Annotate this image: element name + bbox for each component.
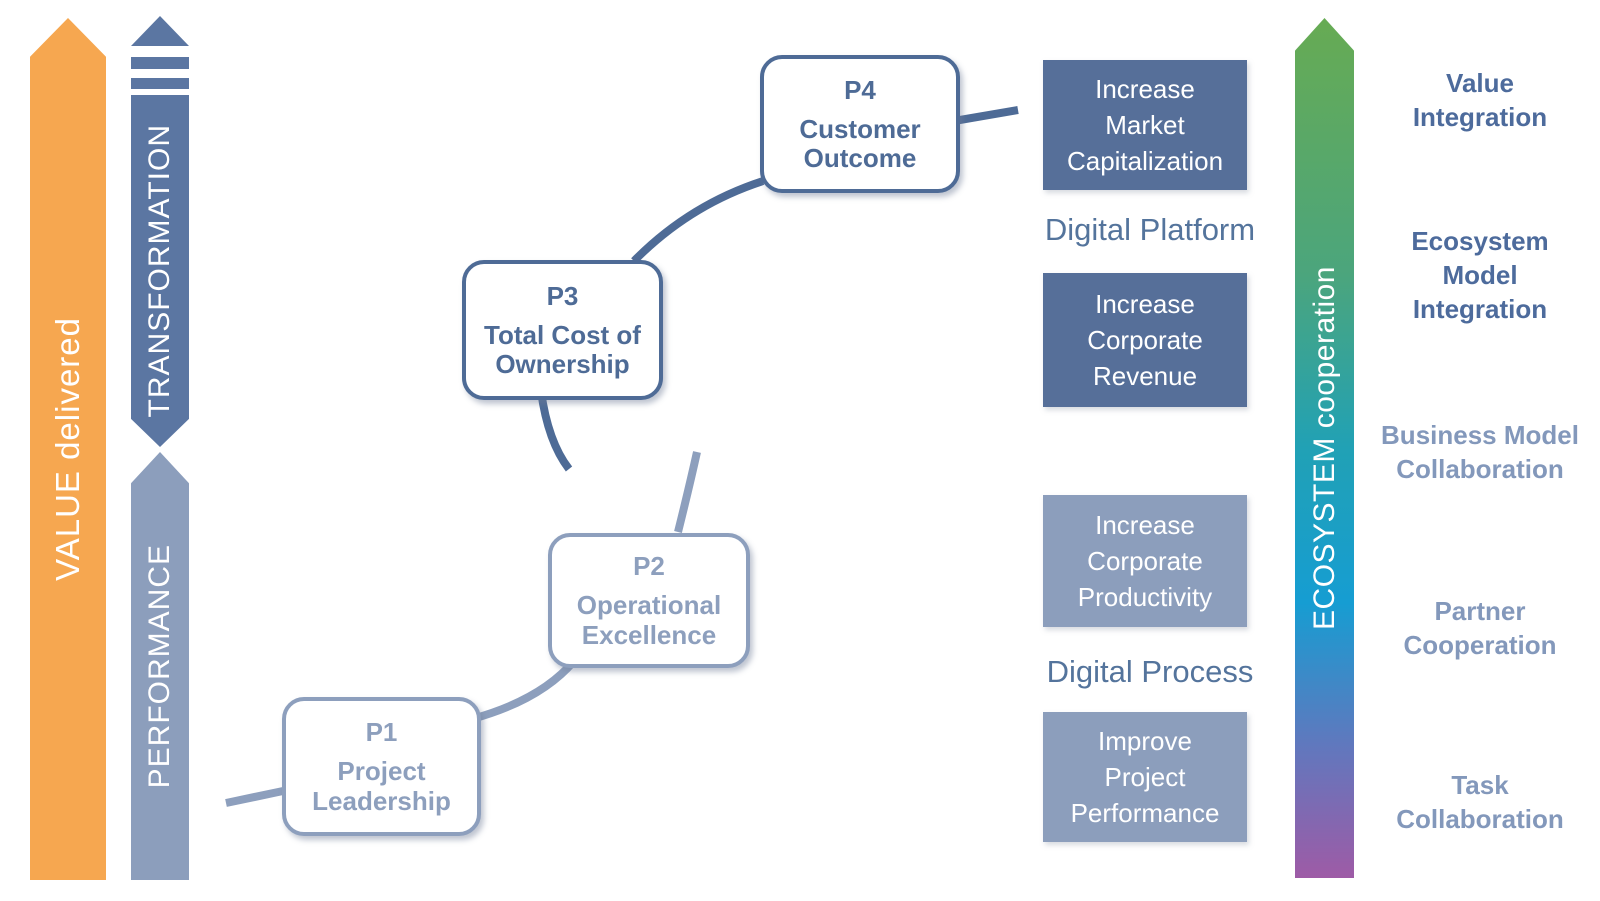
stage-box-p1: P1 Project Leadership	[282, 697, 481, 836]
transformation-banner: TRANSFORMATION	[131, 16, 189, 447]
value-delivered-banner: VALUE delivered	[30, 18, 106, 880]
stage-box-p4: P4 Customer Outcome	[760, 55, 960, 193]
connector-start-tail	[225, 787, 284, 807]
transformation-stripe	[131, 57, 189, 69]
connector-p2-up	[674, 451, 701, 533]
stage-id: P1	[365, 717, 398, 748]
ecosystem-level-task-collaboration: Task Collaboration	[1396, 770, 1564, 834]
stage-title: Total Cost of Ownership	[484, 319, 641, 379]
stage-box-p3: P3 Total Cost of Ownership	[462, 260, 663, 400]
transformation-stripe	[131, 78, 189, 89]
stage-id: P3	[546, 280, 579, 311]
connector-p3-down	[537, 390, 573, 472]
performance-banner: PERFORMANCE	[131, 452, 189, 880]
connector-p4-out	[953, 106, 1019, 125]
digital-process-label: Digital Process	[1046, 654, 1254, 689]
ecosystem-cooperation-label: ECOSYSTEM cooperation	[1307, 266, 1341, 630]
transformation-banner-body: TRANSFORMATION	[131, 95, 189, 447]
ecosystem-level-value-integration: Value Integration	[1412, 68, 1548, 132]
connector-p1-p2	[470, 658, 578, 723]
digital-platform-label: Digital Platform	[1044, 212, 1256, 247]
ecosystem-level-business-model-collaboration: Business Model Collaboration	[1381, 420, 1579, 484]
stage-title: Customer Outcome	[799, 113, 921, 173]
stage-title: Operational Excellence	[576, 590, 722, 650]
stage-box-p2: P2 Operational Excellence	[548, 533, 750, 668]
stage-title: Project Leadership	[312, 756, 451, 816]
connector-p3-p4	[631, 177, 765, 264]
ecosystem-level-partner-cooperation: Partner Cooperation	[1403, 596, 1557, 660]
stage-id: P2	[633, 551, 665, 582]
outcome-box-project-performance: Improve Project Performance	[1043, 712, 1247, 842]
stage-id: P4	[844, 74, 876, 105]
ecosystem-cooperation-banner: ECOSYSTEM cooperation	[1295, 18, 1354, 878]
outcome-box-corporate-revenue: Increase Corporate Revenue	[1043, 273, 1247, 407]
outcome-box-market-capitalization: Increase Market Capitalization	[1043, 60, 1247, 190]
outcome-box-corporate-productivity: Increase Corporate Productivity	[1043, 495, 1247, 627]
ecosystem-level-ecosystem-model-integration: Ecosystem Model Integration	[1411, 226, 1549, 324]
